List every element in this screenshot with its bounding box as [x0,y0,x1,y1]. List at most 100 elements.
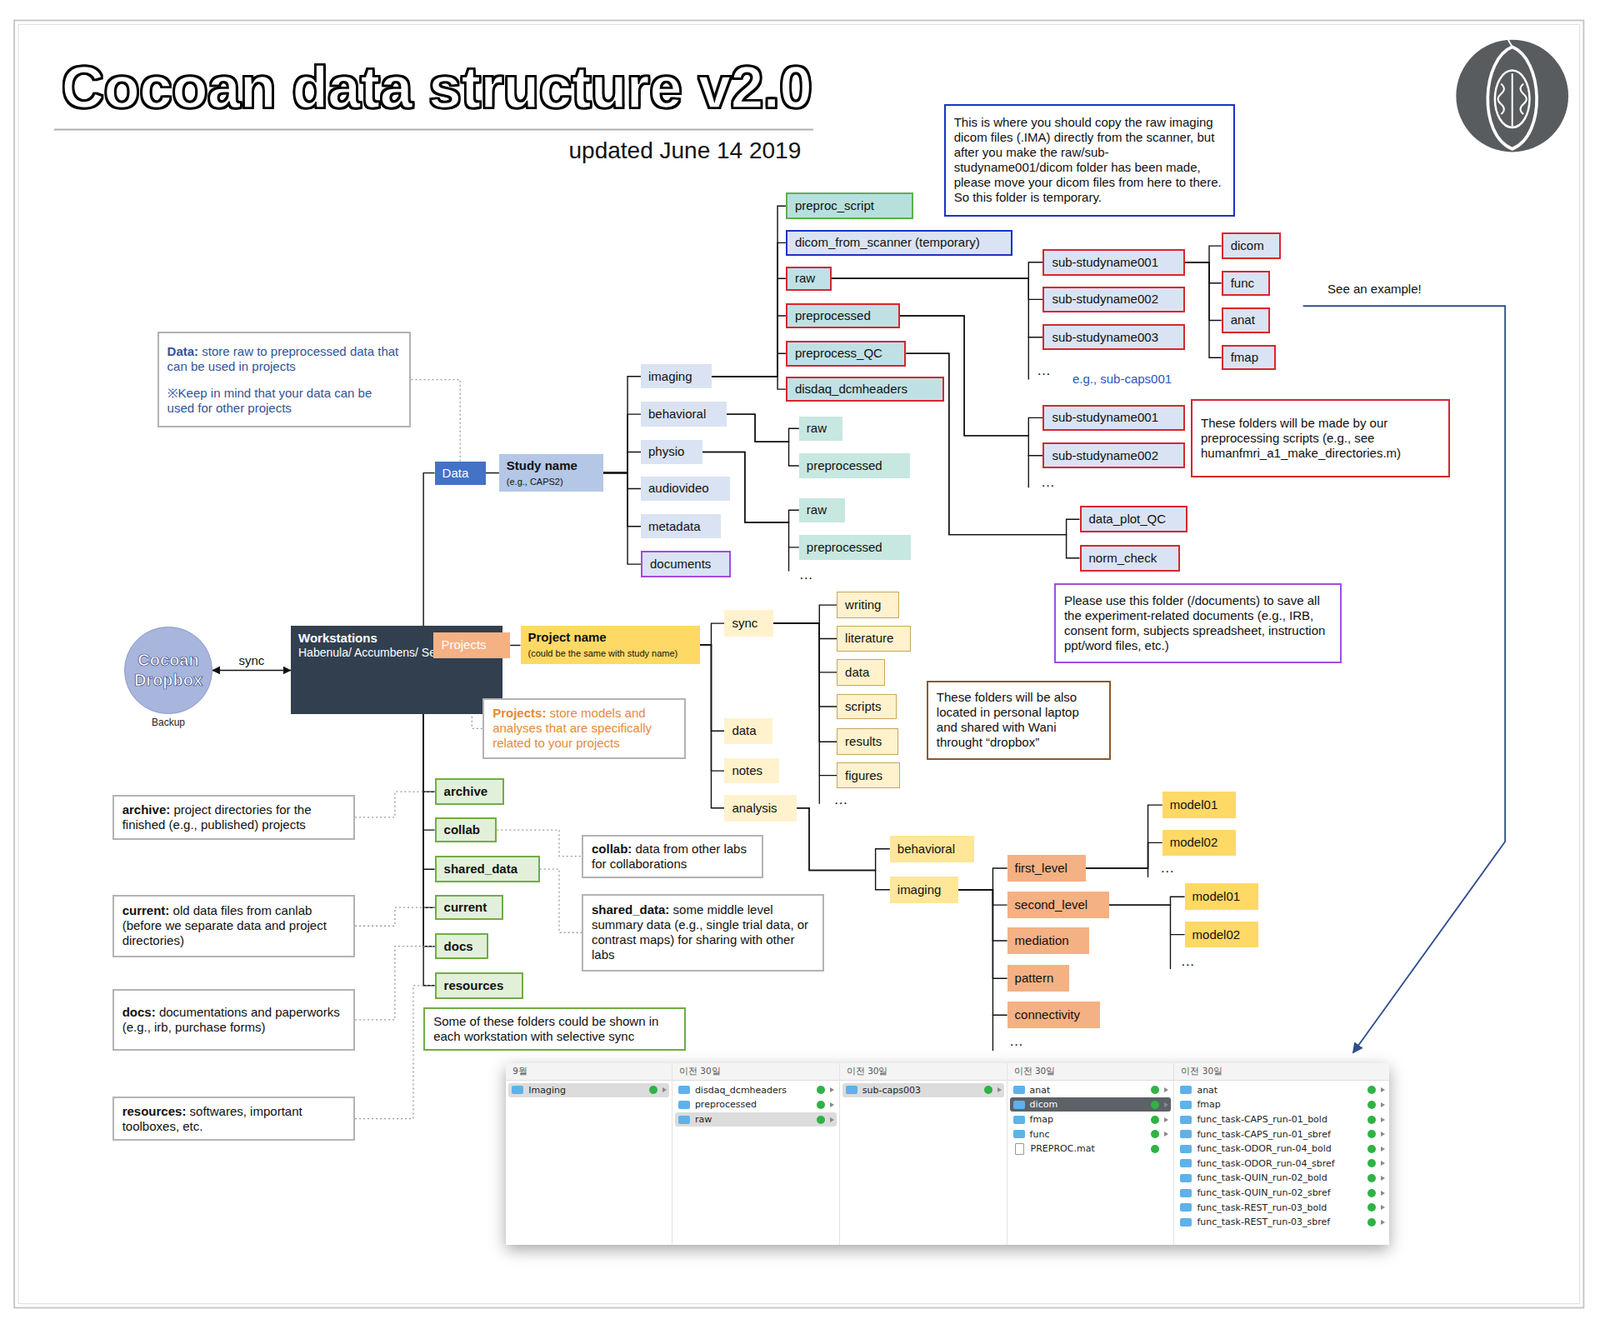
file-row: preprocessed [675,1097,837,1112]
connector [1185,262,1222,321]
sync-check [1150,1130,1160,1139]
disclosure-arrow [1164,1131,1169,1137]
text-line: dicom_from_scanner (temporary) [795,235,980,250]
connector [726,414,800,466]
file-row: anat [1176,1083,1387,1098]
sync-check [1150,1085,1160,1095]
connector [1185,262,1222,284]
text-line: Data:store raw to preprocessed data that… [167,344,402,375]
connector [711,376,786,390]
node-text: behavioral [897,841,955,856]
text-line: imaging [897,882,942,898]
node-text: imaging [897,882,942,897]
connector [1109,905,1185,935]
file-name: Imaging [528,1085,646,1096]
text-line: sync [731,615,758,631]
node-text: shared_data: [591,902,670,917]
leader-line [355,791,435,818]
folder-box: data [836,659,885,686]
text-line: preproc_script [795,198,875,214]
folder-box: disdaq_dcmheaders [785,376,945,403]
disclosure-arrow [1380,1087,1385,1093]
file-row: func [1010,1127,1172,1142]
text-line: Data [442,465,470,481]
node-text: connectivity [1015,1007,1080,1022]
file-row: raw [675,1112,837,1127]
text-line: sub-studyname003 [1051,330,1159,345]
text-line: model01 [1170,797,1219,813]
node-text: archive [444,784,489,799]
sync-check [649,1085,658,1095]
folder-box: second_level [1007,891,1110,919]
leader-line [540,869,582,933]
connector [485,472,500,474]
connector [603,473,641,490]
text-line: ※Keep in mind that your data can be used… [167,385,402,416]
connector [603,473,641,565]
caption-text: Backup [151,716,185,729]
text-line: This is where you should copy the raw im… [954,115,1225,205]
node-text: raw [806,420,827,435]
file-name: raw [695,1114,814,1125]
text-line: collab:data from other labs for collabor… [591,841,754,872]
folder-box: sub-studyname001 [1042,249,1185,276]
sync-check [1367,1145,1376,1154]
note-box: These folders will be also located in pe… [926,680,1112,761]
root-folder-box: shared_data [435,855,540,883]
sync-check [1367,1085,1376,1095]
text-line: sub-studyname002 [1051,448,1159,464]
text-line: docs:documentations and paperworks (e.g.… [122,1005,345,1035]
node-text: These folders will be also located in pe… [936,690,1080,750]
node-text: second_level [1015,897,1089,912]
text-line: physio [648,444,685,460]
node-text: Workstations [298,630,378,645]
text-line: analysis [731,800,777,816]
node-text: dicom [1230,238,1265,253]
folder-box: preprocessed [785,303,900,330]
node-text: Projects: [492,705,546,720]
connector [603,414,641,473]
disclosure-arrow [830,1102,835,1108]
folder-box: connectivity [1007,1001,1100,1029]
text-line: Projects [440,637,486,653]
node-text: (could be the same with study name) [528,648,679,659]
file-name: func_task-ODOR_run-04_bold [1196,1143,1364,1155]
connector [958,890,1008,1016]
node-text: preprocessed [795,308,871,323]
node-text: anat [1230,312,1255,327]
text-line: notes [731,763,763,779]
file-name: func_task-QUIN_run-02_sbref [1196,1187,1364,1199]
node-text: sub-studyname002 [1051,291,1159,306]
node-text: imaging [648,369,693,384]
text-line: documents [650,556,711,572]
connector [958,890,1008,980]
folder-box: sub-studyname002 [1042,286,1185,313]
folder-box: fmap [1221,345,1276,371]
file-row: PREPROC.mat [1010,1141,1172,1156]
folder-box: audiovideo [640,476,730,501]
text-line: anat [1230,312,1255,328]
node-text: model02 [1192,927,1241,942]
folder-box: sub-studyname003 [1042,324,1185,350]
text-line: archive:project directories for the fini… [122,802,345,833]
note-box: Projects:store models and analyses that … [482,698,686,760]
node-text: scripts [845,699,881,714]
folder-box: data_plot_QC [1080,505,1189,533]
node-text: sub-studyname001 [1051,410,1159,425]
text-line: (could be the same with study name) [528,645,679,660]
node-text: shared_data [444,861,518,876]
text-line: These folders will be also located in pe… [936,690,1102,750]
root-folder-box: Data [435,461,486,485]
leader-line [496,830,582,857]
sync-check [816,1100,825,1110]
file-column: 9월Imaging [505,1063,673,1245]
file-name: func_task-CAPS_run-01_sbref [1196,1129,1364,1140]
node-text: store raw to preprocessed data that can … [167,344,400,374]
text-line: resources [444,978,505,994]
connector [958,890,1008,941]
text-line: model01 [1192,889,1241,905]
ellipsis: … [1036,362,1051,380]
text-line: imaging [648,369,693,385]
sync-check [816,1085,825,1095]
folder-icon [678,1085,690,1095]
